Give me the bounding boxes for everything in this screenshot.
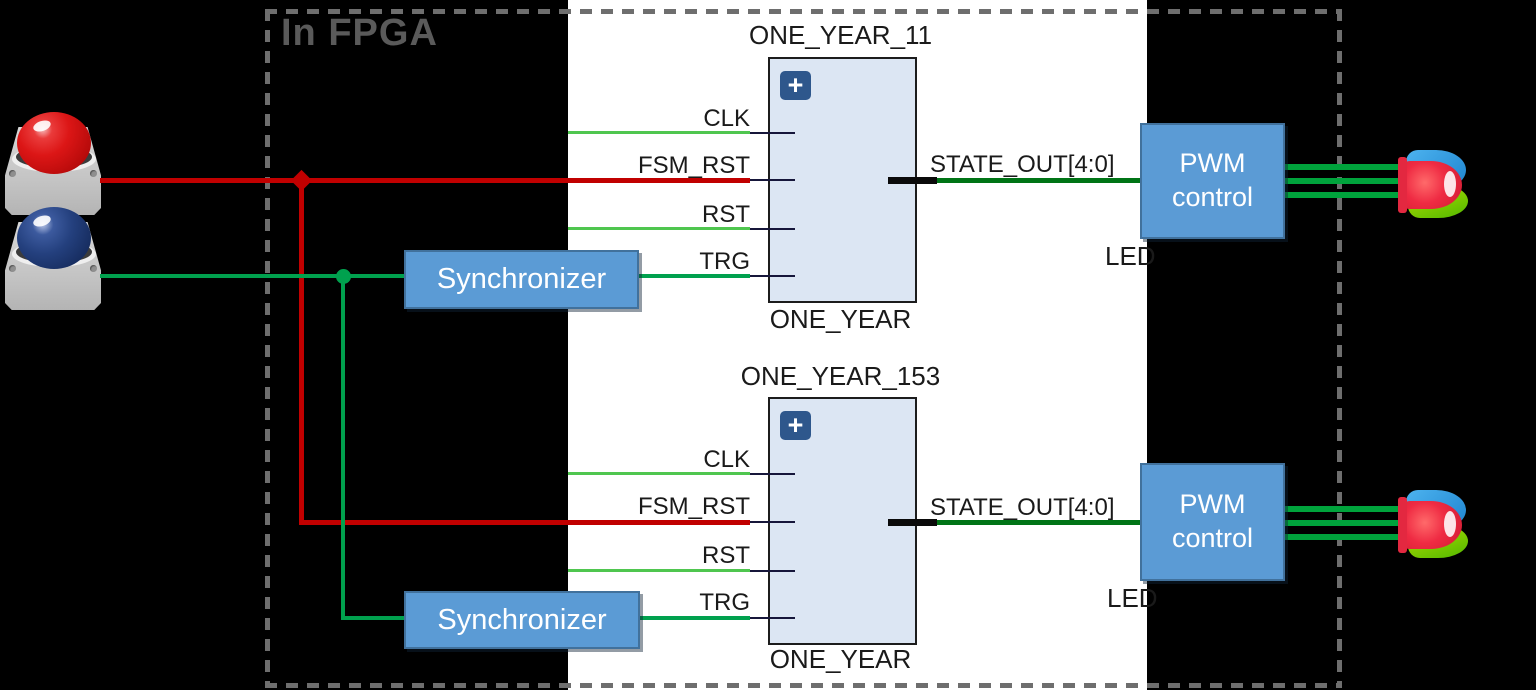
wire-rst-1	[568, 227, 750, 230]
wire-pwm1-led-b	[1281, 192, 1409, 198]
pwm-label-line1: PWM	[1179, 148, 1246, 179]
synchronizer-label: Synchronizer	[437, 603, 607, 636]
blue-push-button	[5, 207, 101, 310]
fpga-boundary-top	[265, 9, 1342, 14]
screw-icon	[9, 265, 16, 272]
port-stub-fsmrst-1	[748, 179, 795, 181]
red-push-button	[5, 112, 101, 215]
port-stub-fsmrst-2	[748, 521, 795, 523]
led-flange	[1398, 157, 1407, 213]
wire-pwm2-led-r	[1281, 506, 1409, 512]
highlight	[1444, 511, 1456, 537]
wire-green-vertical	[341, 274, 345, 620]
fpga-region-label: In FPGA	[281, 12, 438, 54]
pwm-control-box-1: PWM control	[1140, 123, 1285, 239]
fsm2-module-name: ONE_YEAR	[769, 644, 912, 674]
fsm1-instance-name: ONE_YEAR_11	[748, 20, 933, 50]
fpga-boundary-left	[265, 9, 270, 688]
output-label-state-out-1: STATE_OUT[4:0]	[930, 151, 1115, 178]
port-label-trg-2: TRG	[699, 589, 750, 616]
port-label-clk-1: CLK	[703, 105, 750, 132]
wire-green-to-sync-2	[341, 616, 406, 620]
pwm-label-line1: PWM	[1179, 489, 1246, 520]
led-label-1: LED	[1105, 241, 1156, 271]
port-label-rst-2: RST	[702, 542, 750, 569]
blue-button-dome	[17, 207, 91, 269]
expand-plus-icon[interactable]	[780, 71, 811, 100]
port-stub-trg-2	[748, 617, 795, 619]
pwm-label-line2: control	[1171, 523, 1254, 553]
screw-icon	[90, 170, 97, 177]
red-junction-dot	[290, 169, 313, 192]
port-label-trg-1: TRG	[699, 248, 750, 275]
green-junction-dot	[336, 269, 351, 284]
port-label-fsmrst-2: FSM_RST	[637, 493, 750, 520]
port-label-clk-2: CLK	[703, 446, 750, 473]
output-stub-2	[888, 519, 937, 526]
wire-pwm2-led-b	[1281, 534, 1409, 540]
wire-clk-1	[568, 131, 750, 134]
rgb-led-icon	[1398, 490, 1474, 560]
fsm2-instance-name: ONE_YEAR_153	[740, 361, 941, 391]
wire-state-out-1	[937, 178, 1140, 183]
port-stub-clk-2	[748, 473, 795, 475]
screw-icon	[9, 170, 16, 177]
rgb-led-icon	[1398, 150, 1474, 220]
port-stub-trg-1	[748, 275, 795, 277]
port-label-fsmrst-1: FSM_RST	[637, 152, 750, 179]
fpga-boundary-right	[1337, 9, 1342, 688]
wire-red-button-to-fsmrst-1	[100, 178, 750, 183]
wire-red-vertical	[299, 178, 304, 525]
port-stub-clk-1	[748, 132, 795, 134]
port-stub-rst-2	[748, 570, 795, 572]
synchronizer-label: Synchronizer	[436, 263, 607, 295]
screw-icon	[90, 265, 97, 272]
wire-state-out-2	[937, 520, 1140, 525]
wire-blue-button-to-sync-1	[100, 274, 406, 278]
pwm-control-box-2: PWM control	[1140, 463, 1285, 581]
synchronizer-box-2: Synchronizer	[404, 591, 640, 649]
wire-pwm1-led-g	[1281, 178, 1409, 184]
output-stub-1	[888, 177, 937, 184]
wire-pwm2-led-g	[1281, 520, 1409, 526]
pwm-label-line2: control	[1171, 182, 1254, 212]
led-flange	[1398, 497, 1407, 553]
red-button-dome	[17, 112, 91, 174]
synchronizer-box-1: Synchronizer	[404, 250, 639, 309]
wire-red-to-fsmrst-2	[299, 520, 750, 525]
led-label-2: LED	[1107, 583, 1158, 613]
wire-pwm1-led-r	[1281, 164, 1409, 170]
wire-rst-2	[568, 569, 750, 572]
fpga-boundary-bottom	[265, 683, 1342, 688]
wire-clk-2	[568, 472, 750, 475]
wire-sync1-to-trg	[635, 274, 750, 278]
output-label-state-out-2: STATE_OUT[4:0]	[930, 494, 1115, 521]
port-stub-rst-1	[748, 228, 795, 230]
expand-plus-icon[interactable]	[780, 411, 811, 440]
highlight	[1444, 171, 1456, 197]
port-label-rst-1: RST	[702, 201, 750, 228]
wire-sync2-to-trg	[636, 616, 750, 620]
fsm1-module-name: ONE_YEAR	[769, 304, 912, 334]
